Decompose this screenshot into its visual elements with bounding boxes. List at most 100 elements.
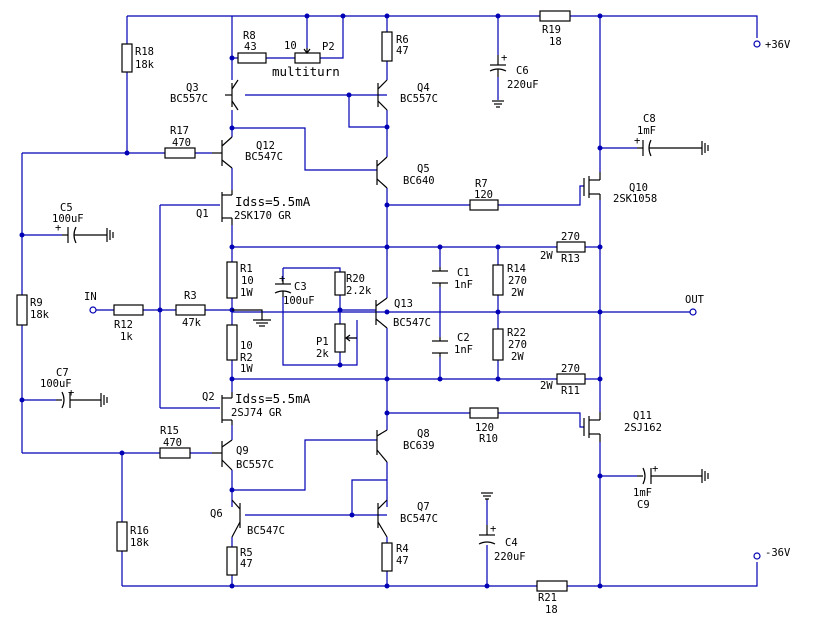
svg-text:+: + <box>490 523 496 535</box>
resistor-r6 <box>381 31 393 62</box>
label-r14: R14 <box>507 263 526 275</box>
label-multiturn: multiturn <box>272 64 340 79</box>
label-c1-value: 1nF <box>454 279 473 291</box>
label-r16: R16 <box>130 525 149 537</box>
label-r7-value: 120 <box>474 189 493 201</box>
label-r6: R6 <box>396 34 409 46</box>
label-p2: P2 <box>322 41 335 53</box>
terminal-in <box>89 306 97 314</box>
transistors <box>212 79 601 538</box>
label-r14-watt: 2W <box>511 287 524 299</box>
label-q9-type: BC557C <box>236 459 274 471</box>
label-r20-value: 2.2k <box>346 285 372 297</box>
label-c7: C7 <box>56 367 69 379</box>
label-r15: R15 <box>160 425 179 437</box>
label-r19: R19 <box>542 24 561 36</box>
label-p2-value: 10 <box>284 40 297 52</box>
label-r5-value: 47 <box>240 558 253 570</box>
terminals <box>89 40 761 560</box>
label-c6: C6 <box>516 65 529 77</box>
label-c9-value: 1mF <box>633 487 652 499</box>
label-r8: R8 <box>243 30 256 42</box>
label-r21-value: 18 <box>545 604 558 616</box>
label-q6: Q6 <box>210 508 223 520</box>
label-r11-value: 270 <box>561 363 580 375</box>
label-r15-value: 470 <box>163 437 182 449</box>
label-r13: R13 <box>561 253 580 265</box>
label-q13: Q13 <box>394 298 413 310</box>
label-q10-type: 2SK1058 <box>613 193 657 205</box>
label-c2-value: 1nF <box>454 344 473 356</box>
label-q11-type: 2SJ162 <box>624 422 662 434</box>
resistor-r3 <box>175 304 206 316</box>
ground-symbol <box>232 309 271 327</box>
resistor-r12 <box>113 304 144 316</box>
label-q13-type: BC547C <box>393 317 431 329</box>
label-c8: C8 <box>643 113 656 125</box>
label-r17: R17 <box>170 125 189 137</box>
label-c5-value: 100uF <box>52 213 84 225</box>
junction-dots <box>19 13 603 589</box>
resistor-r9 <box>16 294 28 326</box>
resistor-r22 <box>492 328 504 361</box>
label-q4-type: BC557C <box>400 93 438 105</box>
label-r2: R2 <box>240 352 253 364</box>
label-q8: Q8 <box>417 428 430 440</box>
label-c2: C2 <box>457 332 470 344</box>
label-q12-type: BC547C <box>245 151 283 163</box>
label-r1: R1 <box>240 263 253 275</box>
label-r2-watt: 1W <box>240 363 253 375</box>
svg-text:+: + <box>501 52 507 64</box>
label-q9: Q9 <box>236 445 249 457</box>
label-r11: R11 <box>561 385 580 397</box>
label-r18-value: 18k <box>135 59 155 71</box>
label-r22-watt: 2W <box>511 351 524 363</box>
label-q10: Q10 <box>629 182 648 194</box>
resistor-r13 <box>556 241 586 253</box>
resistor-r7 <box>469 199 499 211</box>
terminal-minus36v <box>753 552 761 560</box>
label-c6-value: 220uF <box>507 79 539 91</box>
label-r3: R3 <box>184 290 197 302</box>
label-q1-type: 2SK170 GR <box>234 210 292 222</box>
label-q3-type: BC557C <box>170 93 208 105</box>
label-q5: Q5 <box>417 163 430 175</box>
label-r11-watt: 2W <box>540 380 553 392</box>
resistor-r10 <box>469 407 499 419</box>
resistor-r1 <box>226 261 238 299</box>
svg-text:+: + <box>55 222 61 234</box>
label-q11: Q11 <box>633 410 652 422</box>
label-r16-value: 18k <box>130 537 150 549</box>
svg-text:+: + <box>634 135 640 147</box>
label-out: OUT <box>685 294 705 306</box>
label-r8-value: 43 <box>244 41 257 53</box>
potentiometer-p1 <box>334 323 346 353</box>
resistor-r8 <box>237 52 267 64</box>
label-q4: Q4 <box>417 82 430 94</box>
terminal-plus36v <box>753 40 761 48</box>
label-r20: R20 <box>346 273 365 285</box>
label-q1-idss: Idss=5.5mA <box>235 194 311 209</box>
label-r4-value: 47 <box>396 555 409 567</box>
terminal-out <box>689 308 697 316</box>
label-r19-value: 18 <box>549 36 562 48</box>
svg-text:+: + <box>279 273 285 285</box>
label-r22: R22 <box>507 327 526 339</box>
label-q2: Q2 <box>202 391 215 403</box>
label-r21: R21 <box>538 592 557 604</box>
label-q8-type: BC639 <box>403 440 435 452</box>
resistor-r19 <box>539 10 571 22</box>
label-c7-value: 100uF <box>40 378 72 390</box>
label-r17-value: 470 <box>172 137 191 149</box>
label-q7-type: BC547C <box>400 513 438 525</box>
label-r6-value: 47 <box>396 45 409 57</box>
resistor-r14 <box>492 264 504 296</box>
label-c5: C5 <box>60 202 73 214</box>
svg-text:+: + <box>68 387 74 399</box>
label-r4: R4 <box>396 543 409 555</box>
label-r5: R5 <box>240 547 253 559</box>
resistor-r16 <box>116 521 128 552</box>
resistor-r20 <box>334 271 346 296</box>
